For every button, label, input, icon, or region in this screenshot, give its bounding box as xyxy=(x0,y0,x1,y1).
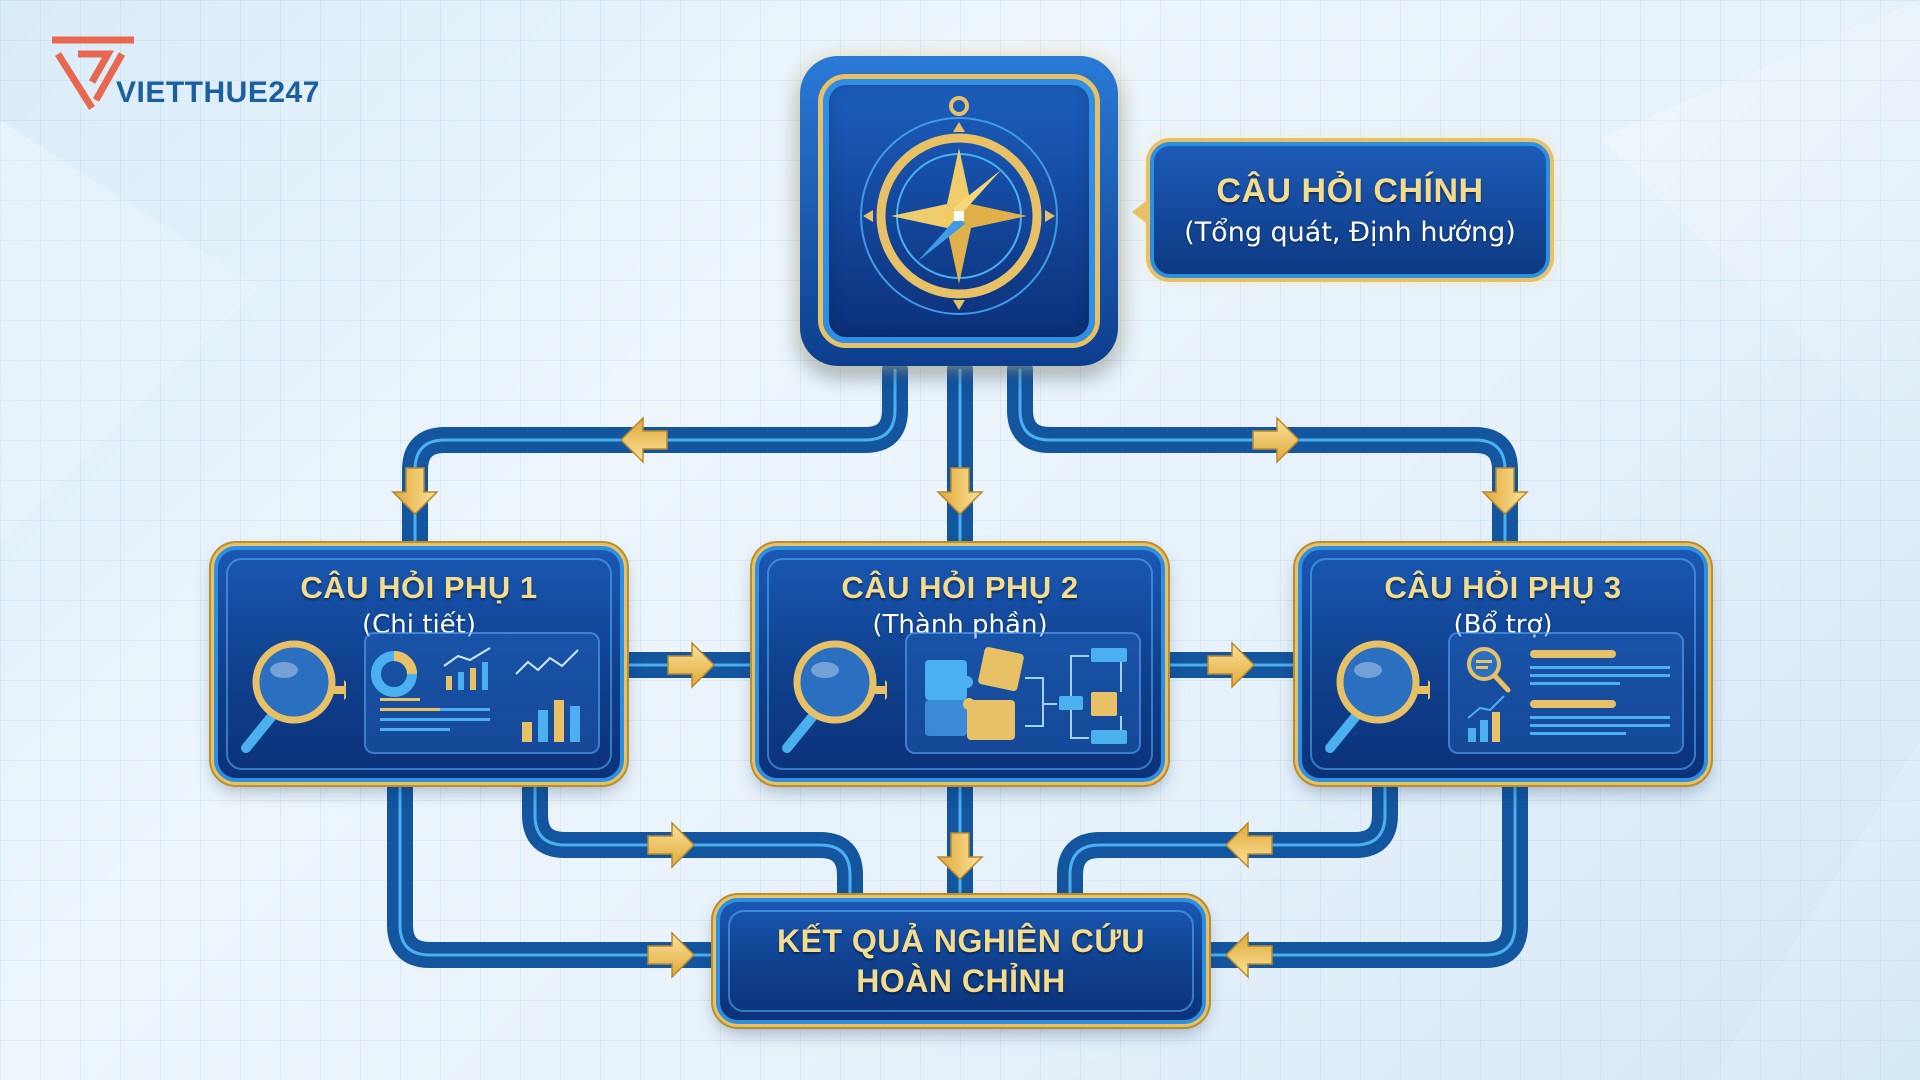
compass-icon xyxy=(860,96,1058,315)
sub-question-1-card: CÂU HỎI PHỤ 1 (Chi tiết) xyxy=(214,546,624,782)
magnifier-icon xyxy=(1325,640,1430,753)
sub-question-2-subtitle: (Thành phần) xyxy=(872,610,1048,640)
main-question-title: CÂU HỎI CHÍNH xyxy=(1216,172,1484,210)
main-question-subtitle: (Tổng quát, Định hướng) xyxy=(1184,217,1516,248)
magnifier-icon xyxy=(241,640,346,753)
result-title-line-1: KẾT QUẢ NGHIÊN CỨU xyxy=(777,923,1145,959)
sub-question-1-subtitle: (Chi tiết) xyxy=(361,610,477,640)
puzzle-flowchart-icons xyxy=(925,647,1127,744)
main-question-icon-box xyxy=(800,56,1118,366)
analytics-panel xyxy=(364,632,600,754)
sub-question-3-subtitle: (Bổ trợ) xyxy=(1453,610,1553,640)
brand-name: VIETTHUE247 xyxy=(116,76,320,109)
logo-mark-icon xyxy=(52,36,134,110)
chart-icons xyxy=(371,647,580,742)
sub-question-3-card: CÂU HỎI PHỤ 3 (Bổ trợ) xyxy=(1298,546,1708,782)
brand-logo: VIETTHUE247 xyxy=(48,32,320,114)
components-panel xyxy=(905,632,1141,754)
magnifier-icon xyxy=(782,640,887,753)
research-result-card: KẾT QUẢ NGHIÊN CỨU HOÀN CHỈNH xyxy=(716,898,1206,1024)
result-title-line-2: HOÀN CHỈNH xyxy=(856,963,1066,999)
main-question-callout: CÂU HỎI CHÍNH (Tổng quát, Định hướng) xyxy=(1132,142,1550,278)
sub-question-2-title: CÂU HỎI PHỤ 2 xyxy=(841,570,1079,605)
support-panel xyxy=(1448,632,1684,754)
sub-question-1-title: CÂU HỎI PHỤ 1 xyxy=(300,570,538,605)
sub-question-2-card: CÂU HỎI PHỤ 2 (Thành phần) xyxy=(755,546,1165,782)
search-document-icons xyxy=(1467,647,1670,742)
sub-question-3-title: CÂU HỎI PHỤ 3 xyxy=(1384,570,1622,605)
